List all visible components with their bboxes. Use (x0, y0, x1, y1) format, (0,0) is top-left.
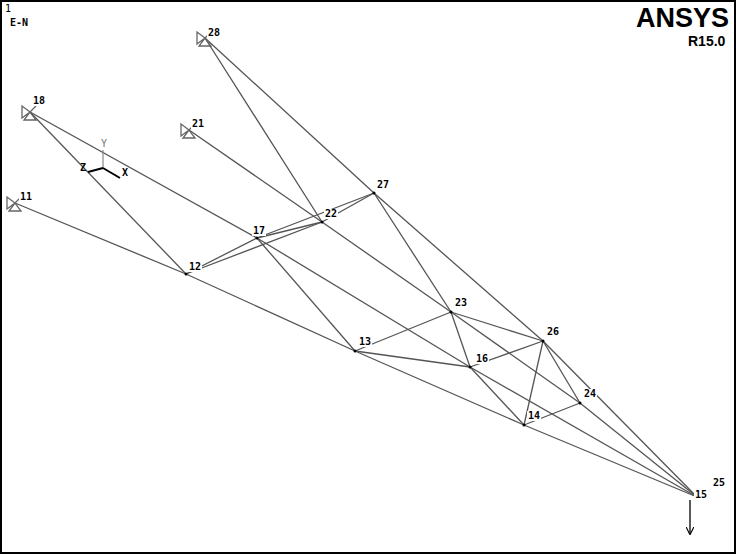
axis-label: Y (101, 139, 107, 149)
node-number: 27 (376, 180, 390, 190)
axis-triad (88, 150, 120, 178)
node-number: 26 (546, 327, 560, 337)
load-arrow (689, 500, 690, 534)
node-number: 17 (252, 226, 266, 236)
node-number: 13 (358, 337, 372, 347)
version-label: R15.0 (688, 34, 725, 48)
node-number: 14 (527, 411, 541, 421)
software-name: ANSYS (636, 5, 729, 32)
axis-label: X (122, 168, 128, 178)
view-label: E-N (10, 18, 28, 28)
node-number: 16 (475, 354, 489, 364)
node-number: 21 (191, 119, 205, 129)
node-number: 11 (19, 192, 33, 202)
plot-number: 1 (5, 4, 11, 14)
node-number: 12 (188, 262, 202, 272)
node-number: 22 (324, 209, 338, 219)
node-number: 25 (712, 478, 726, 488)
axis-label: Z (80, 163, 86, 173)
node-number: 18 (32, 96, 46, 106)
support-symbols (7, 32, 211, 211)
node-number: 15 (694, 490, 708, 500)
node-number: 24 (583, 389, 597, 399)
node-number: 28 (207, 28, 221, 38)
node-number: 23 (454, 298, 468, 308)
truss-members (15, 38, 697, 497)
truss-nodes (185, 192, 699, 499)
